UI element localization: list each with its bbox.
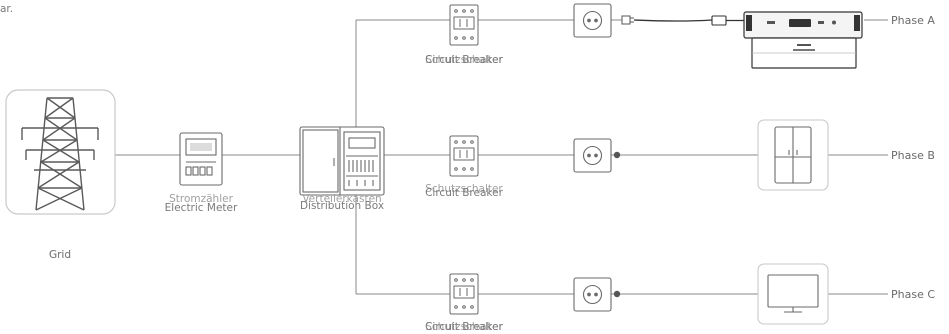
socket-c — [573, 277, 621, 312]
breaker-a-label-de: Schutzschalter — [425, 54, 503, 66]
distribution-box-icon — [299, 126, 385, 196]
breaker-c-label-de: Schutzschalter — [425, 321, 503, 333]
breaker-c: Schutzschalter Circuit Breaker — [425, 273, 504, 333]
wall-socket-icon — [573, 3, 612, 38]
refrigerator-icon — [774, 126, 812, 184]
meter-label-en: Electric Meter — [165, 202, 238, 214]
wires — [115, 19, 888, 295]
wall-socket-icon — [573, 277, 612, 312]
corner-text: ar. — [0, 3, 13, 15]
phase-b-label: Phase B — [891, 149, 935, 162]
plug-cable-icon — [621, 15, 744, 26]
circuit-breaker-icon — [449, 4, 479, 46]
meter-label-de: Stromzähler — [169, 193, 233, 205]
power-station-icon — [743, 11, 863, 69]
plug-dot — [613, 151, 621, 159]
tv-node — [757, 263, 829, 325]
fridge-node — [757, 119, 829, 191]
plug-dot — [613, 290, 621, 298]
breaker-a-label-en: Circuit Breaker — [425, 54, 503, 66]
breaker-c-label-en: Circuit Breaker — [425, 321, 503, 333]
distribution-node: Verteilerkasten Distribution Box — [299, 126, 385, 212]
grid-label-alt: Grid — [49, 249, 71, 261]
power-tower-icon — [21, 97, 99, 211]
phase-c-label: Phase C — [891, 288, 935, 301]
electric-meter-icon — [179, 132, 223, 186]
grid-label: Grid — [49, 249, 71, 261]
socket-a — [573, 3, 612, 38]
socket-b — [573, 138, 621, 173]
breaker-b: Schutzschalter Circuit Breaker — [425, 135, 504, 199]
breaker-a: Schutzschalter Circuit Breaker — [425, 4, 504, 66]
distribution-label-de: Verteilerkasten — [302, 193, 381, 205]
grid-node: Grid Grid — [5, 89, 116, 261]
circuit-breaker-icon — [449, 135, 479, 177]
meter-node: Stromzähler Electric Meter — [165, 132, 238, 214]
wall-socket-icon — [573, 138, 612, 173]
breaker-b-label-de: Schutzschalter — [425, 183, 503, 195]
circuit-breaker-icon — [449, 273, 479, 315]
breaker-b-label-en: Circuit Breaker — [425, 187, 503, 199]
television-icon — [767, 274, 819, 313]
distribution-label-en: Distribution Box — [300, 200, 384, 212]
phase-a-label: Phase A — [891, 14, 935, 27]
